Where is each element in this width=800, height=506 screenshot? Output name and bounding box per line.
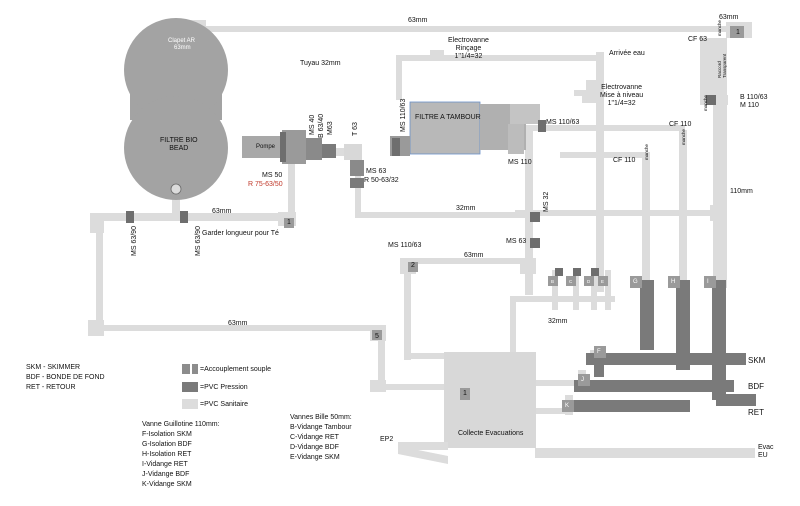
guillotine-item: H-Isolation RET <box>142 451 192 458</box>
bille-item: C-Vidange RET <box>290 434 339 441</box>
guillotine-item: K-Vidange SKM <box>142 481 192 488</box>
guillotine-item: J-Vidange BDF <box>142 471 190 478</box>
b63-40-label: B 63/40 <box>318 113 325 138</box>
valve-d: D <box>587 279 591 284</box>
cf110-a-label: CF 110 <box>669 121 692 128</box>
filtre-tambour-label: FILTRE A TAMBOUR <box>415 114 481 121</box>
abbrev-ret: RET - RETOUR <box>26 384 76 391</box>
n5-label: 5 <box>375 333 379 340</box>
valve-g: G <box>633 279 638 285</box>
skm-label: SKM <box>748 356 766 365</box>
valve-c: C <box>569 279 573 284</box>
n1c-label: 1 <box>463 390 467 397</box>
pipe-110-label: 110mm <box>730 188 753 195</box>
bille-item: B-Vidange Tambour <box>290 424 352 431</box>
r75-label: R 75-63/50 <box>248 181 283 188</box>
raccord-transparent-label: Raccord Transparent <box>717 53 728 78</box>
tuyau32-label: Tuyau 32mm <box>300 60 341 67</box>
guillotine-title: Vanne Guillotine 110mm: <box>142 421 220 428</box>
ms63-90-b-label: MS 63/90 <box>195 226 202 256</box>
guillotine-block: Vanne Guillotine 110mm: F-Isolation SKM … <box>142 420 220 490</box>
ms110-63-b-label: MS 110/63 <box>546 119 580 126</box>
t63-label: T 63 <box>352 122 359 136</box>
filtre-bio <box>124 18 228 200</box>
bdf-label: BDF <box>748 382 764 391</box>
pipe-32-b-label: 32mm <box>548 318 568 325</box>
bille-block: Vannes Bille 50mm: B-Vidange Tambour C-V… <box>290 413 352 463</box>
clapet-label-2: 63mm <box>174 45 191 51</box>
m63-label: M63 <box>327 121 334 135</box>
filtre-tambour <box>390 101 540 156</box>
abbrev-bdf: BDF - BONDE DE FOND <box>26 374 105 381</box>
pompe-block <box>242 130 364 188</box>
bille-item: E-Vidange SKM <box>290 454 340 461</box>
valve-boxes <box>284 26 744 412</box>
guillotine-item: F-Isolation SKM <box>142 431 192 438</box>
pipe-63-d-label: 63mm <box>228 320 248 327</box>
bille-title: Vannes Bille 50mm: <box>290 414 352 421</box>
manchon-c-label: manche <box>644 143 649 160</box>
guillotine-item: G-Isolation BDF <box>142 441 192 448</box>
pipe-63-mid-label: 63mm <box>212 208 232 215</box>
valve-f: F <box>597 349 601 355</box>
abbrev-skm: SKM - SKIMMER <box>26 364 81 371</box>
r50-label: R 50-63/32 <box>364 177 399 184</box>
n1a-label: 1 <box>287 219 291 226</box>
pipe-63-c-label: 63mm <box>464 252 484 259</box>
ms63-90-a-label: MS 63/90 <box>131 226 138 256</box>
ret-label: RET <box>748 408 764 417</box>
collecte-label: Collecte Evacuations <box>458 430 524 437</box>
pipe-32-a-label: 32mm <box>456 205 476 212</box>
pression-pipes <box>570 280 756 412</box>
souple-couplings <box>126 95 716 276</box>
ms110-63-a-label: MS 110/63 <box>400 98 407 132</box>
pipe-63-top-label: 63mm <box>408 17 428 24</box>
arrivee-eau-label: Arrivée eau <box>609 50 645 57</box>
ms40-label: MS 40 <box>309 114 316 135</box>
filtre-bio-label: FILTRE BIO BEAD <box>160 137 198 153</box>
b110-label: B 110/63 M 110 <box>740 94 768 110</box>
valve-e: E <box>601 279 605 284</box>
valve-j: J <box>581 377 584 383</box>
legend-souple: =Accouplement souple <box>200 366 272 373</box>
clapet-label-1: Clapet AR <box>168 38 196 44</box>
ev-rincage-label: Electrovanne Rinçage 1"1/4=32 <box>448 37 489 61</box>
manchon-b-label: manche <box>681 128 686 145</box>
ms63-a-label: MS 63 <box>366 168 387 175</box>
garder-label: Garder longueur pour Té <box>202 230 279 237</box>
valve-i: I <box>707 279 709 285</box>
n1b-label: 1 <box>736 29 740 36</box>
legend-swatches <box>182 364 198 409</box>
manchon-d-label: manche <box>703 94 708 111</box>
n2-label: 2 <box>411 262 415 269</box>
cf63-label: CF 63 <box>688 36 708 43</box>
legend-sanitaire: =PVC Sanitaire <box>200 401 249 408</box>
cf110-b-label: CF 110 <box>613 157 636 164</box>
ms50-label: MS 50 <box>262 172 283 179</box>
ms32-label: MS 32 <box>543 191 550 212</box>
valve-k: K <box>565 403 570 409</box>
legend-pression: =PVC Pression <box>200 384 248 391</box>
evac-label: Evac EU <box>758 444 774 460</box>
ev-niveau-label: Electrovanne Mise à niveau 1"1/4=32 <box>600 84 644 108</box>
manchon-a-label: manche <box>717 19 722 36</box>
valve-h: H <box>671 279 676 285</box>
ms110-label: MS 110 <box>508 159 532 166</box>
abbreviations-block: SKM - SKIMMER BDF - BONDE DE FOND RET - … <box>26 363 105 393</box>
pipe-63-corner-label: 63mm <box>719 14 739 21</box>
bille-item: D-Vidange BDF <box>290 444 339 451</box>
guillotine-item: I-Vidange RET <box>142 461 188 468</box>
ep2-label: EP2 <box>380 436 394 443</box>
pompe-label: Pompe <box>256 144 276 150</box>
ms63-b-label: MS 63 <box>506 238 527 245</box>
ms110-63-c-label: MS 110/63 <box>388 242 422 249</box>
valve-b: B <box>551 279 555 284</box>
